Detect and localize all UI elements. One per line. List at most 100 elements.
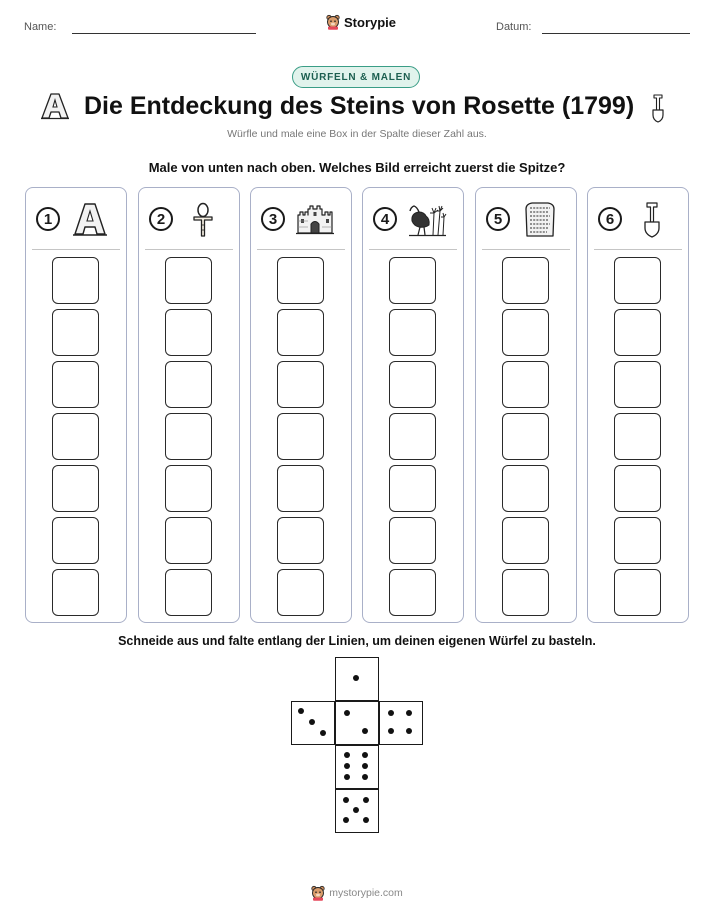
column-5: 5 — [475, 187, 577, 623]
die-face-2 — [335, 701, 379, 745]
color-box[interactable] — [277, 413, 324, 460]
pip — [406, 728, 412, 734]
color-box[interactable] — [165, 309, 212, 356]
color-box[interactable] — [165, 465, 212, 512]
ankh-icon — [193, 202, 213, 237]
color-box[interactable] — [389, 257, 436, 304]
color-box[interactable] — [165, 517, 212, 564]
color-box[interactable] — [389, 309, 436, 356]
color-box[interactable] — [165, 413, 212, 460]
die-face-5 — [335, 789, 379, 833]
pip — [344, 752, 350, 758]
color-box[interactable] — [389, 413, 436, 460]
color-box[interactable] — [52, 361, 99, 408]
brand-logo: Storypie — [326, 14, 396, 30]
column-divider — [369, 249, 457, 250]
letter-a-icon — [73, 203, 107, 236]
column-header: 2 — [139, 188, 239, 248]
bear-logo-icon — [311, 885, 325, 901]
pip — [388, 728, 394, 734]
color-box[interactable] — [52, 569, 99, 616]
shovel-icon — [652, 94, 664, 123]
column-divider — [32, 249, 120, 250]
letter-a-icon — [41, 93, 69, 120]
pip — [362, 752, 368, 758]
column-header: 4 — [363, 188, 463, 248]
color-box[interactable] — [614, 517, 661, 564]
color-box[interactable] — [165, 569, 212, 616]
ibis-papyrus-icon — [409, 205, 447, 237]
color-box[interactable] — [389, 361, 436, 408]
color-box[interactable] — [389, 465, 436, 512]
color-box[interactable] — [389, 569, 436, 616]
bear-logo-icon — [326, 14, 340, 30]
rosetta-stone-icon — [525, 202, 555, 237]
color-box[interactable] — [52, 257, 99, 304]
color-box[interactable] — [165, 361, 212, 408]
pip — [320, 730, 326, 736]
column-header: 3 — [251, 188, 351, 248]
color-box[interactable] — [277, 569, 324, 616]
color-box[interactable] — [277, 309, 324, 356]
color-box[interactable] — [502, 413, 549, 460]
pip — [406, 710, 412, 716]
date-line[interactable] — [542, 33, 690, 34]
color-box[interactable] — [52, 465, 99, 512]
brand-name: Storypie — [344, 14, 397, 30]
column-divider — [145, 249, 233, 250]
color-box[interactable] — [614, 413, 661, 460]
footer-url[interactable]: mystorypie.com — [329, 887, 403, 899]
pip — [343, 817, 349, 823]
color-box[interactable] — [502, 309, 549, 356]
fortress-icon — [296, 205, 334, 235]
column-header: 5 — [476, 188, 576, 248]
date-label: Datum: — [496, 21, 532, 33]
pip — [362, 728, 368, 734]
column-4: 4 — [362, 187, 464, 623]
color-box[interactable] — [502, 257, 549, 304]
column-header: 1 — [26, 188, 126, 248]
worksheet-header: Name: Storypie Datum: — [0, 0, 714, 50]
color-box[interactable] — [614, 361, 661, 408]
column-divider — [257, 249, 345, 250]
color-box[interactable] — [277, 361, 324, 408]
column-1: 1 — [25, 187, 127, 623]
color-box[interactable] — [502, 517, 549, 564]
pip — [363, 797, 369, 803]
column-number: 4 — [373, 207, 397, 231]
column-divider — [482, 249, 570, 250]
pip — [362, 763, 368, 769]
color-box[interactable] — [502, 361, 549, 408]
color-box[interactable] — [277, 257, 324, 304]
color-box[interactable] — [502, 465, 549, 512]
pip — [344, 710, 350, 716]
pip — [298, 708, 304, 714]
color-box[interactable] — [52, 309, 99, 356]
footer: mystorypie.com — [0, 885, 714, 901]
die-face-6 — [335, 745, 379, 789]
color-box[interactable] — [614, 465, 661, 512]
color-box[interactable] — [614, 569, 661, 616]
name-label: Name: — [24, 21, 57, 33]
color-box[interactable] — [614, 257, 661, 304]
color-box[interactable] — [614, 309, 661, 356]
column-number: 5 — [486, 207, 510, 231]
column-6: 6 — [587, 187, 689, 623]
pip — [388, 710, 394, 716]
color-box[interactable] — [502, 569, 549, 616]
column-number: 2 — [149, 207, 173, 231]
color-box[interactable] — [52, 413, 99, 460]
color-box[interactable] — [277, 465, 324, 512]
die-face-3 — [291, 701, 335, 745]
color-box[interactable] — [389, 517, 436, 564]
column-number: 6 — [598, 207, 622, 231]
color-box[interactable] — [277, 517, 324, 564]
column-divider — [594, 249, 682, 250]
name-line[interactable] — [72, 33, 256, 34]
color-box[interactable] — [165, 257, 212, 304]
color-box[interactable] — [52, 517, 99, 564]
column-number: 3 — [261, 207, 285, 231]
page-subtitle: Würfle und male eine Box in der Spalte d… — [227, 128, 487, 140]
pip — [344, 774, 350, 780]
pip — [362, 774, 368, 780]
